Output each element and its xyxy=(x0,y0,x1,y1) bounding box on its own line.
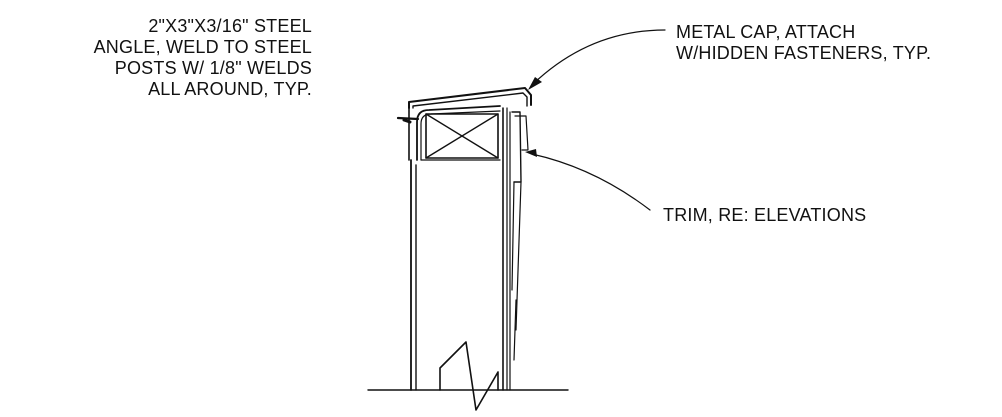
note-line: W/HIDDEN FASTENERS, TYP. xyxy=(676,43,932,63)
wall-right-face xyxy=(502,107,511,391)
note-line: METAL CAP, ATTACH xyxy=(676,22,856,42)
note-line: POSTS W/ 1/8" WELDS xyxy=(114,58,312,78)
note-line: TRIM, RE: ELEVATIONS xyxy=(663,205,867,225)
leader-metal-cap xyxy=(528,29,666,90)
wall-left-face xyxy=(410,159,417,391)
fastener-head-left xyxy=(402,118,412,124)
note-line: 2"X3"X3/16" STEEL xyxy=(148,16,312,36)
metal-cap xyxy=(408,87,532,161)
note-line: ANGLE, WELD TO STEEL xyxy=(93,37,312,57)
leader-trim xyxy=(525,149,651,211)
note-trim: TRIM, RE: ELEVATIONS xyxy=(663,205,866,226)
trim-boards xyxy=(511,111,529,361)
break-line-symbol xyxy=(439,341,499,411)
fastener-mark-left xyxy=(396,116,420,121)
note-steel-angle: 2"X3"X3/16" STEEL ANGLE, WELD TO STEEL P… xyxy=(94,16,312,100)
blocking-member xyxy=(425,113,499,159)
note-metal-cap: METAL CAP, ATTACH W/HIDDEN FASTENERS, TY… xyxy=(676,22,931,64)
note-line: ALL AROUND, TYP. xyxy=(148,79,312,99)
